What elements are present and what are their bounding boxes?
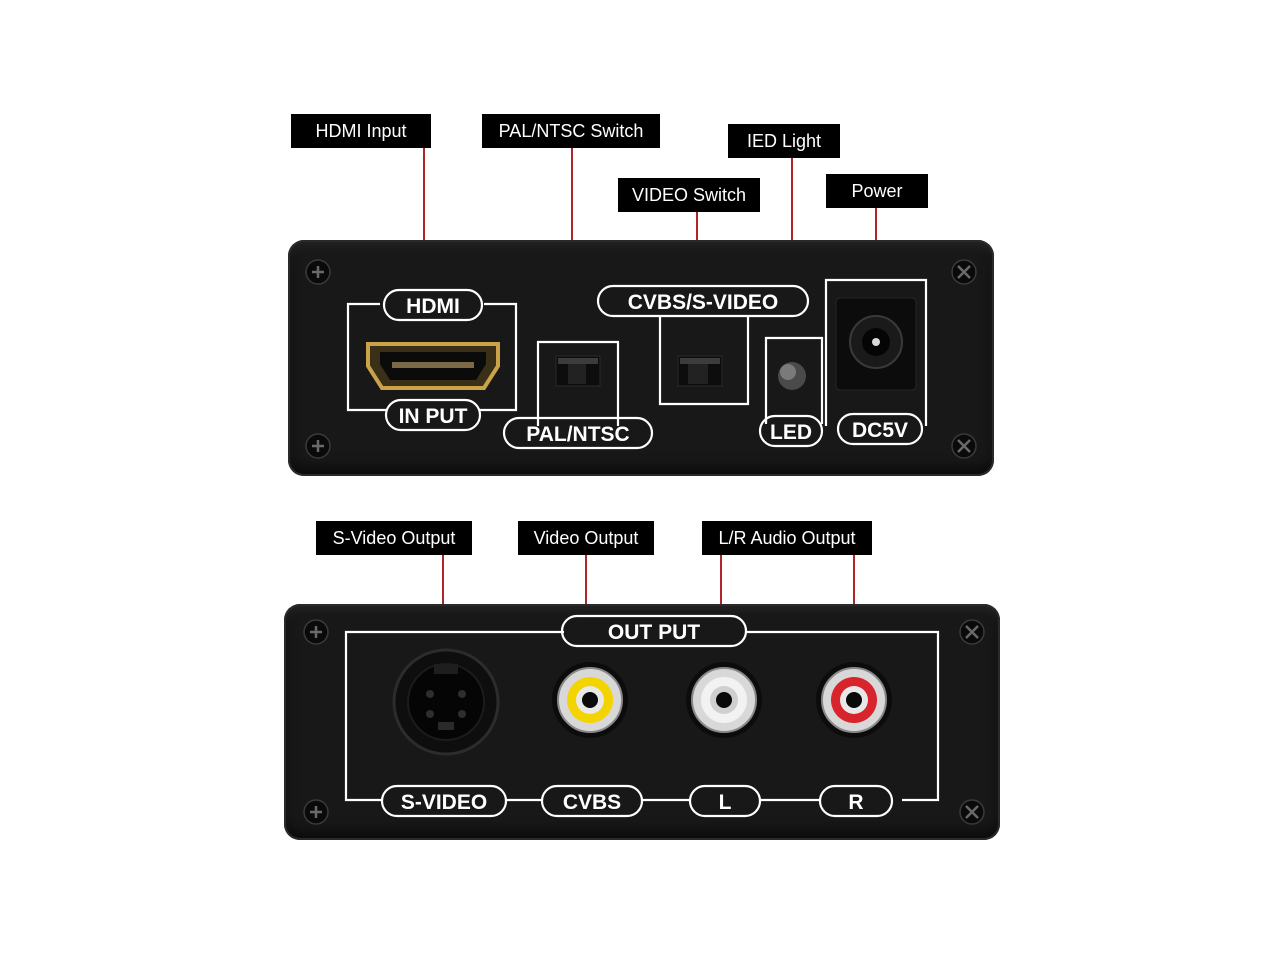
svideo-port-icon [392, 648, 500, 756]
output-panel: OUT PUT S-VIDEO CVBS L R [284, 604, 1000, 840]
callout-power: Power [826, 174, 928, 208]
input-panel-art: HDMI IN PUT PAL/NTSC CVBS/S-VIDEO LED DC… [305, 259, 977, 459]
callout-hdmi-input: HDMI Input [291, 114, 431, 148]
input-label: IN PUT [399, 405, 468, 428]
dc-power-jack-icon [835, 297, 917, 391]
led-indicator-icon [778, 362, 806, 390]
video-switch-icon [677, 355, 723, 387]
rca-white-port-icon [686, 662, 762, 738]
output-label: OUT PUT [608, 621, 700, 644]
callout-pal-ntsc-switch: PAL/NTSC Switch [482, 114, 660, 148]
callout-svideo-output: S-Video Output [316, 521, 472, 555]
rca-yellow-port-icon [552, 662, 628, 738]
hdmi-label: HDMI [406, 295, 460, 318]
dc5v-label: DC5V [852, 419, 908, 442]
callout-led-light: IED Light [728, 124, 840, 158]
callout-video-output: Video Output [518, 521, 654, 555]
input-panel: HDMI IN PUT PAL/NTSC CVBS/S-VIDEO LED DC… [288, 240, 994, 476]
r-label: R [848, 791, 863, 814]
l-label: L [719, 791, 732, 814]
led-label: LED [770, 421, 812, 444]
hdmi-port-icon [366, 342, 500, 390]
output-panel-art: OUT PUT S-VIDEO CVBS L R [303, 614, 985, 825]
svideo-label: S-VIDEO [401, 791, 487, 814]
callout-lr-audio-output: L/R Audio Output [702, 521, 872, 555]
rca-red-port-icon [816, 662, 892, 738]
cvbs-svideo-label: CVBS/S-VIDEO [628, 291, 779, 314]
callout-video-switch: VIDEO Switch [618, 178, 760, 212]
pal-ntsc-label: PAL/NTSC [526, 423, 629, 446]
pal-ntsc-switch-icon [555, 355, 601, 387]
cvbs-label: CVBS [563, 791, 621, 814]
